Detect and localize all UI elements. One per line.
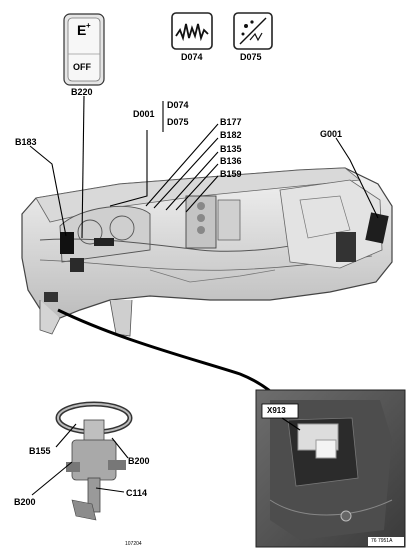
- steering-leader-lines: [31, 423, 129, 496]
- label-d001-d075: D075: [167, 117, 189, 127]
- switch-b220-icon: [63, 13, 105, 86]
- label-d001-d074: D074: [167, 100, 189, 110]
- steering-figure-code: 107204: [125, 541, 142, 547]
- label-d074: D074: [181, 52, 203, 62]
- label-b183: B183: [15, 137, 37, 147]
- dashboard-illustration: [21, 167, 393, 337]
- leader-lines: [29, 95, 379, 239]
- switch-plus-symbol: +: [86, 21, 91, 30]
- d074-wave-icon: [171, 12, 213, 50]
- label-b135: B135: [220, 144, 242, 154]
- label-d001: D001: [133, 109, 155, 119]
- label-c114: C114: [126, 488, 148, 498]
- label-x913: X913: [267, 406, 286, 415]
- x913-inset-photo: [255, 389, 406, 548]
- label-d075: D075: [240, 52, 262, 62]
- label-b177: B177: [220, 117, 242, 127]
- steering-column-illustration: [55, 401, 133, 521]
- label-b155: B155: [29, 446, 51, 456]
- label-b159: B159: [220, 169, 242, 179]
- switch-off-text: OFF: [73, 62, 91, 72]
- d075-sensor-icon: [233, 12, 273, 50]
- label-b200-right: B200: [128, 456, 150, 466]
- label-b220: B220: [71, 87, 93, 97]
- inset-figure-code: 76 7951A: [371, 538, 393, 544]
- label-g001: G001: [320, 129, 343, 139]
- label-b182: B182: [220, 130, 242, 140]
- label-b200-left: B200: [14, 497, 36, 507]
- label-b136: B136: [220, 156, 242, 166]
- switch-top-symbol: E: [77, 22, 87, 38]
